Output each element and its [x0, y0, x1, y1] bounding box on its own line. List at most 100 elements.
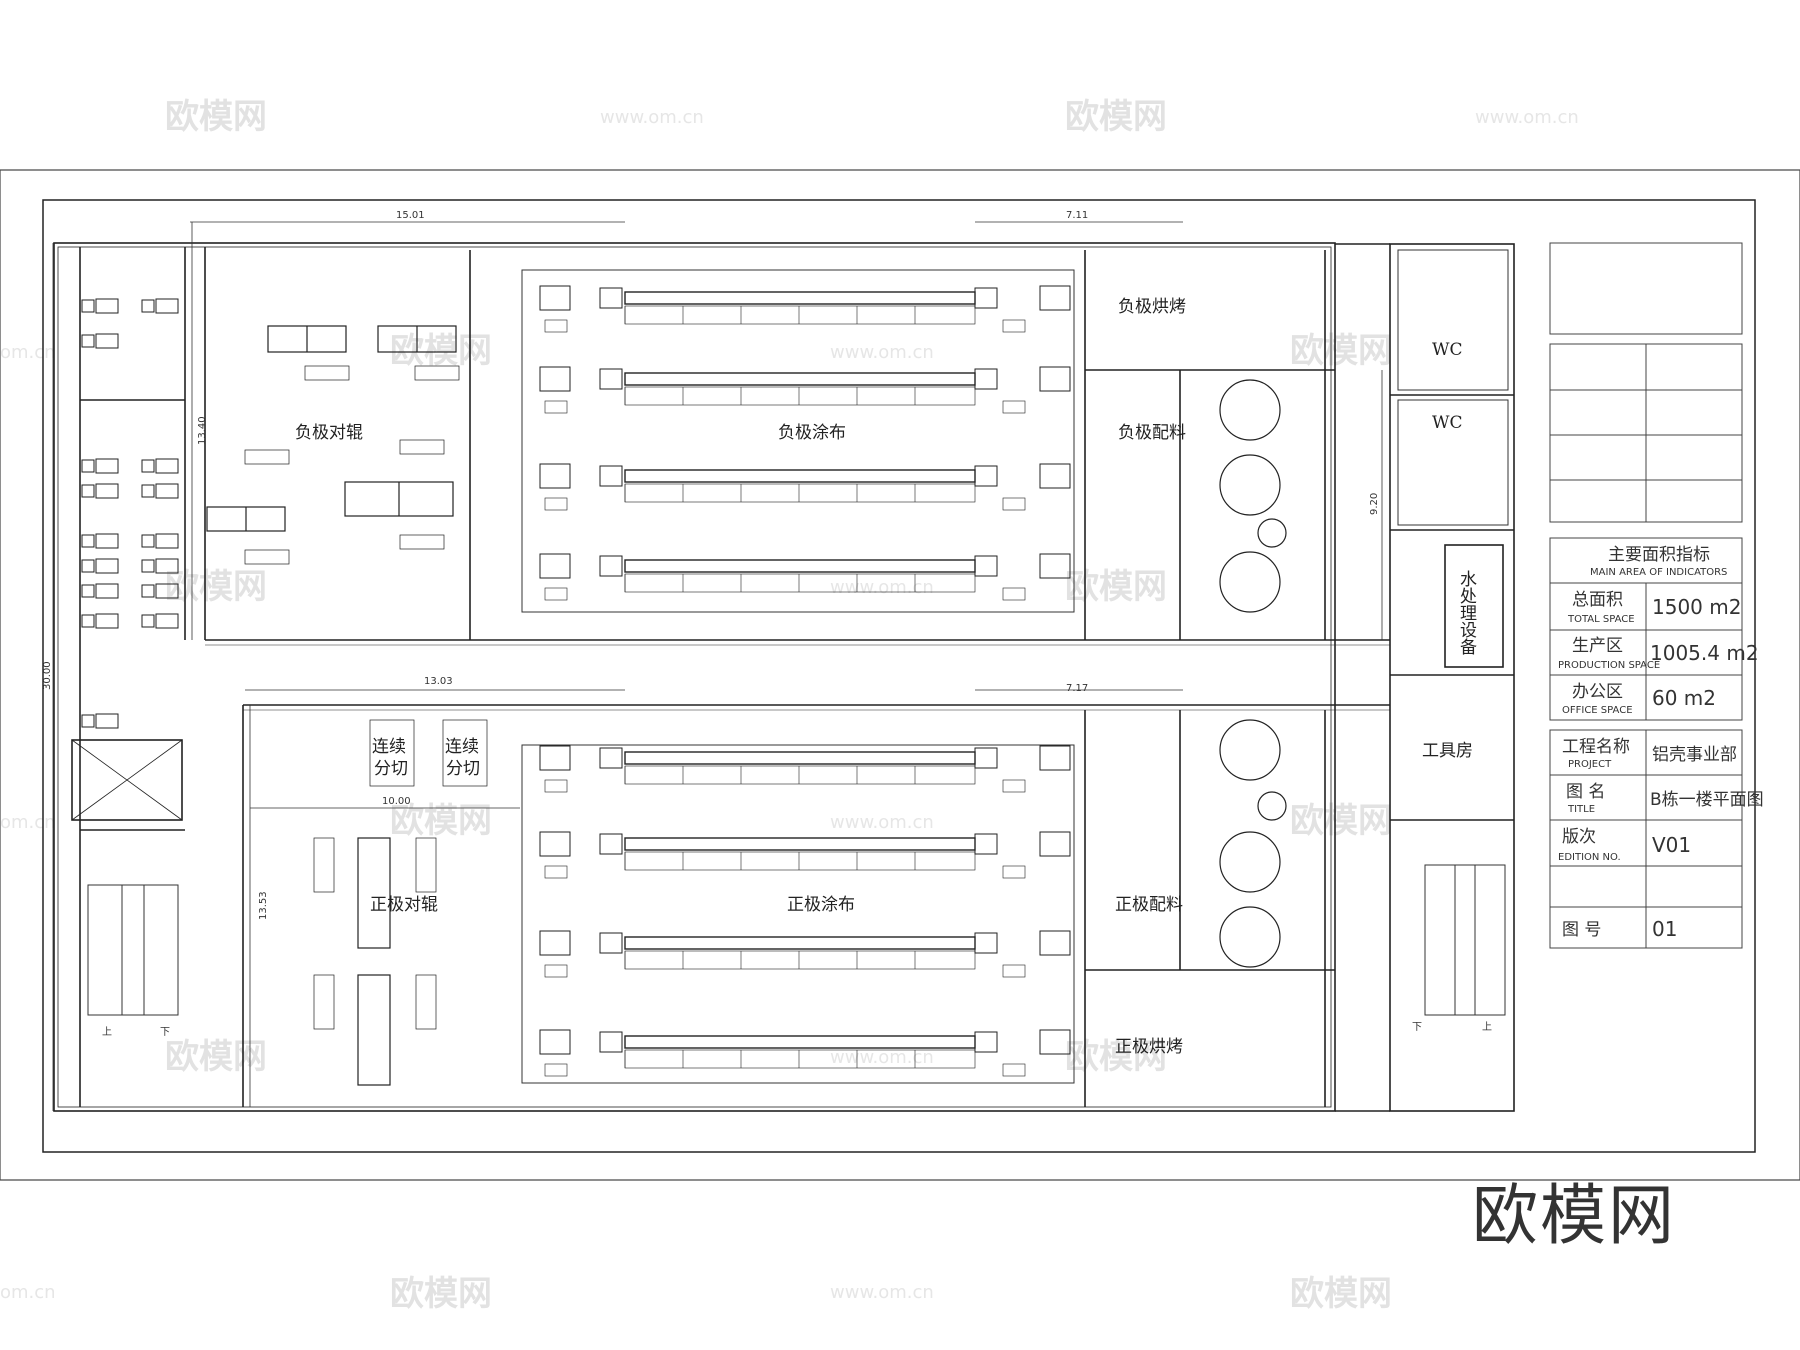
- tb-total-cn: 总面积: [1572, 590, 1623, 610]
- tb-project-en: PROJECT: [1568, 759, 1612, 770]
- office-desk: [141, 533, 179, 549]
- tb-edition-cn: 版次: [1562, 827, 1596, 847]
- dim-top-left: 15.01: [396, 210, 425, 221]
- wc-fixtures: [1397, 249, 1509, 526]
- tb-indicators-cn: 主要面积指标: [1608, 545, 1710, 565]
- room-label-neg-mix: 负极配料: [1118, 423, 1186, 443]
- watermark-text: 欧模网: [390, 801, 492, 841]
- dim-inner: 10.00: [382, 796, 411, 807]
- dim-top-right: 7.11: [1066, 210, 1088, 221]
- watermark-text: 欧模网: [1065, 1037, 1167, 1077]
- watermark-text: 欧模网: [1290, 801, 1392, 841]
- office-desk: [81, 613, 119, 629]
- tb-total-en: TOTAL SPACE: [1567, 614, 1635, 625]
- tb-title-cn: 图 名: [1566, 782, 1605, 802]
- watermark-url: om.cn: [0, 1282, 56, 1303]
- office-desk: [141, 583, 179, 599]
- tb-total-val: 1500 m2: [1652, 595, 1741, 619]
- office-desk: [141, 458, 179, 474]
- room-label-wc-2: WC: [1432, 413, 1462, 433]
- room-label-pos-roll: 正极对辊: [370, 895, 438, 915]
- sheet-border: [0, 169, 1800, 1181]
- tb-drawing-val: 01: [1652, 917, 1677, 941]
- watermark-url: om.cn: [0, 342, 56, 363]
- watermark-url: om.cn: [0, 812, 56, 833]
- office-desk: [81, 583, 119, 599]
- watermark-url: www.om.cn: [830, 1282, 934, 1303]
- brand-watermark: 欧模网: [1472, 1177, 1676, 1254]
- tb-edition-en: EDITION NO.: [1558, 852, 1621, 863]
- tb-office-en: OFFICE SPACE: [1562, 705, 1633, 716]
- watermark-url: www.om.cn: [830, 577, 934, 598]
- tb-indicators-en: MAIN AREA OF INDICATORS: [1590, 567, 1727, 578]
- coating-line: [539, 463, 1071, 511]
- coating-line: [539, 553, 1071, 601]
- watermark-text: 欧模网: [165, 1037, 267, 1077]
- dim-mid-right: 7.17: [1066, 683, 1088, 694]
- room-label-pos-coat: 正极涂布: [787, 895, 855, 915]
- watermark-layer: 欧模网欧模网欧模网欧模网欧模网欧模网欧模网欧模网欧模网欧模网欧模网欧模网www.…: [0, 97, 1579, 1314]
- office-desks: [81, 298, 179, 729]
- room-label-slit-1: 连续分切: [372, 737, 408, 779]
- watermark-url: www.om.cn: [830, 1047, 934, 1068]
- stair-up-label-right: 上: [1482, 1021, 1492, 1033]
- office-desk: [81, 298, 119, 314]
- dim-total-height: 30.00: [42, 661, 53, 690]
- watermark-url: www.om.cn: [1475, 107, 1579, 128]
- coating-lines: [539, 285, 1071, 1077]
- tb-prod-cn: 生产区: [1572, 636, 1623, 656]
- watermark-url: www.om.cn: [830, 812, 934, 833]
- dim-height-lower: 13.53: [258, 891, 269, 920]
- building-walls: [53, 242, 1515, 1112]
- watermark-text: 欧模网: [1065, 97, 1167, 137]
- tb-prod-en: PRODUCTION SPACE: [1558, 660, 1660, 671]
- tb-prod-val: 1005.4 m2: [1650, 641, 1759, 665]
- tb-edition-val: V01: [1652, 833, 1691, 857]
- watermark-text: 欧模网: [165, 97, 267, 137]
- tb-drawing-cn: 图 号: [1562, 920, 1601, 940]
- drawing-frame: [42, 199, 1756, 1153]
- watermark-text: 欧模网: [390, 1274, 492, 1314]
- dim-height-upper: 13.40: [197, 416, 208, 445]
- stairs: [87, 864, 1506, 1016]
- mixing-tanks: [1219, 379, 1287, 968]
- coating-line: [539, 745, 1071, 793]
- coating-line: [539, 1029, 1071, 1077]
- room-label-pos-mix: 正极配料: [1115, 895, 1183, 915]
- tb-project-val: 铝壳事业部: [1652, 745, 1737, 765]
- watermark-text: 欧模网: [165, 567, 267, 607]
- room-label-slit-2: 连续分切: [445, 737, 480, 779]
- office-desk: [81, 333, 119, 349]
- office-desk: [81, 533, 119, 549]
- dim-right-height: 9.20: [1369, 493, 1380, 515]
- watermark-text: 欧模网: [1065, 567, 1167, 607]
- room-label-neg-roll: 负极对辊: [295, 423, 363, 443]
- dimension-lines: [52, 221, 1383, 1111]
- tb-title-en: TITLE: [1567, 804, 1595, 815]
- tb-title-val: B栋一楼平面图: [1650, 790, 1764, 810]
- watermark-url: www.om.cn: [830, 342, 934, 363]
- room-label-neg-coat: 负极涂布: [778, 423, 846, 443]
- room-label-wc-1: WC: [1432, 340, 1462, 360]
- coating-line: [539, 366, 1071, 414]
- coating-line: [539, 930, 1071, 978]
- watermark-text: 欧模网: [1290, 1274, 1392, 1314]
- roller-machines: [206, 325, 488, 1086]
- watermark-text: 欧模网: [390, 331, 492, 371]
- office-desk: [81, 458, 119, 474]
- room-label-tool: 工具房: [1422, 741, 1473, 761]
- watermark-text: 欧模网: [1290, 331, 1392, 371]
- title-block: [1549, 242, 1743, 949]
- stair-down-label: 下: [160, 1027, 170, 1038]
- office-desk: [141, 483, 179, 499]
- tb-office-cn: 办公区: [1572, 682, 1623, 702]
- office-desk: [81, 713, 119, 729]
- tb-project-cn: 工程名称: [1562, 737, 1630, 757]
- office-desk: [141, 613, 179, 629]
- room-label-neg-bake: 负极烘烤: [1118, 297, 1186, 317]
- coating-room-frames: [521, 269, 1075, 1084]
- watermark-url: www.om.cn: [600, 107, 704, 128]
- office-desk: [81, 558, 119, 574]
- dim-mid-left: 13.03: [424, 676, 453, 687]
